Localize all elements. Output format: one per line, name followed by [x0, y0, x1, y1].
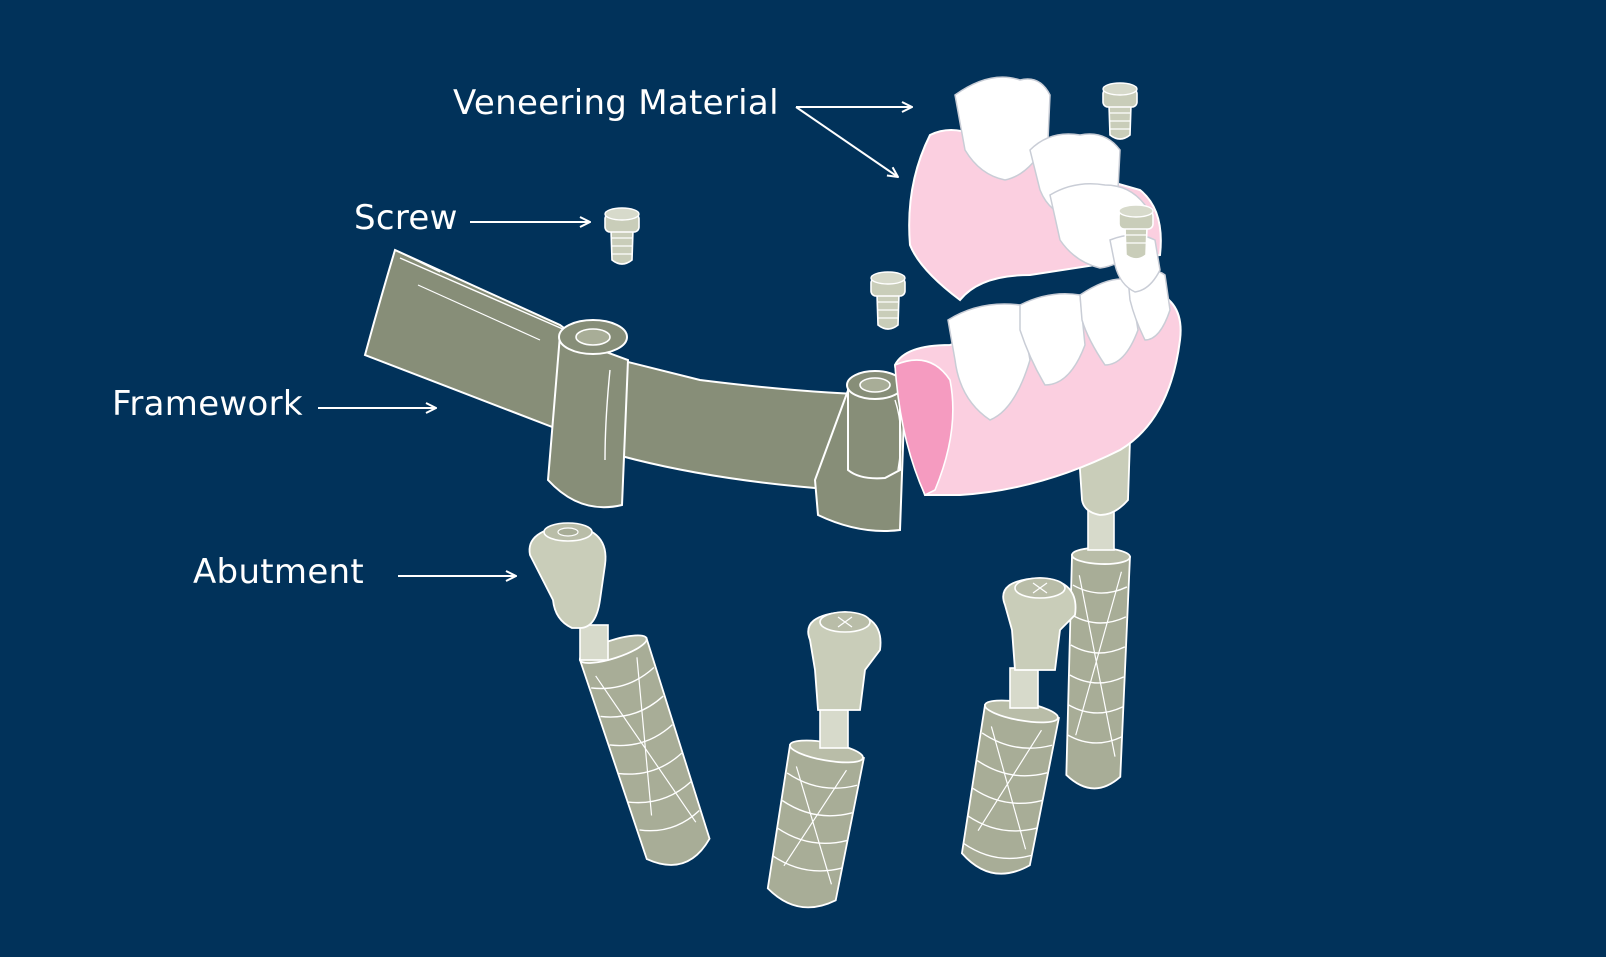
implant-1 — [578, 634, 711, 866]
annotation-arrows — [318, 107, 912, 576]
implant-3 — [960, 699, 1060, 875]
label-abutment: Abutment — [193, 552, 365, 592]
label-screw: Screw — [354, 198, 458, 238]
teeth-upper — [954, 76, 1161, 293]
teeth-lower — [947, 269, 1171, 421]
screw-2 — [870, 271, 906, 330]
framework-bar — [363, 248, 907, 532]
label-veneering-material: Veneering Material — [453, 83, 779, 123]
screw-1 — [604, 207, 640, 265]
screw-3 — [1102, 82, 1138, 140]
abutment-3 — [1002, 577, 1077, 709]
implant-4 — [1065, 547, 1131, 790]
screw-4 — [1118, 204, 1154, 260]
implant-2 — [766, 739, 865, 909]
arrow-right-icon — [795, 106, 898, 177]
abutment-2 — [807, 611, 882, 749]
label-framework: Framework — [112, 384, 303, 424]
abutment-1 — [528, 522, 609, 661]
